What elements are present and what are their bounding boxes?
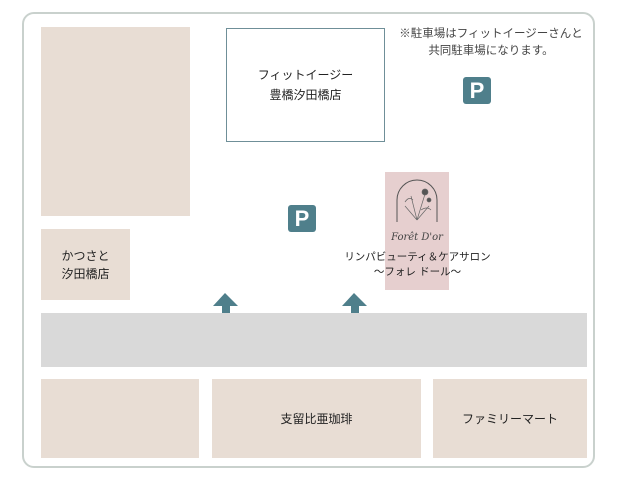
katsusato-line2: 汐田橋店 (61, 266, 110, 281)
salon-name-line2: 〜フォレ ドール〜 (373, 266, 462, 278)
note-line2: 共同駐車場になります。 (428, 43, 554, 57)
salon-label: リンパビューティ＆ケアサロン 〜フォレ ドール〜 (330, 250, 505, 280)
building-cafe: 支留比亜珈琲 (212, 379, 421, 458)
fit-easy-line1: フィットイージー (257, 68, 354, 82)
note-line1: ※駐車場はフィットイージーさんと (399, 26, 583, 40)
parking-label: P (469, 77, 485, 103)
salon-logo: Forêt D'or (390, 179, 444, 243)
parking-icon: P (288, 205, 316, 232)
salon-building: Forêt D'or (385, 172, 449, 290)
katsusato-line1: かつさと (61, 248, 110, 263)
parking-icon: P (463, 77, 491, 104)
road (41, 313, 587, 367)
parking-label: P (294, 205, 310, 231)
familymart-label: ファミリーマート (461, 411, 558, 426)
cafe-label: 支留比亜珈琲 (280, 411, 353, 426)
building-katsusato: かつさと汐田橋店 (41, 229, 130, 300)
building-left-tall (41, 27, 190, 216)
salon-name-line1: リンパビューティ＆ケアサロン (344, 251, 491, 263)
building-bottom-left (41, 379, 199, 458)
fit-easy-line2: 豊橋汐田橋店 (269, 88, 342, 102)
building-familymart: ファミリーマート (433, 379, 587, 458)
salon-logo-text: Forêt D'or (390, 232, 444, 243)
building-fit-easy: フィットイージー豊橋汐田橋店 (226, 28, 385, 142)
map-frame (22, 12, 595, 468)
parking-note: ※駐車場はフィットイージーさんと 共同駐車場になります。 (386, 25, 596, 59)
